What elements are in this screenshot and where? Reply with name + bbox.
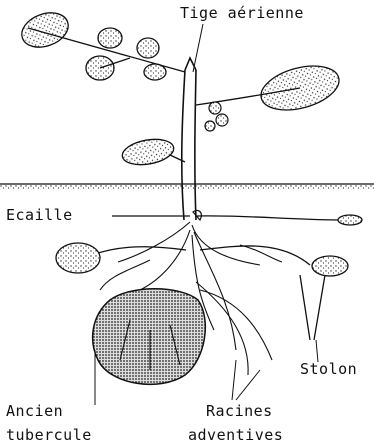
leaf-cluster-top — [17, 7, 185, 80]
aerial-stem — [182, 58, 196, 220]
label-scale-leaf: Ecaille — [6, 208, 73, 223]
old-tuber — [93, 289, 206, 385]
scale-leaf — [112, 210, 201, 220]
label-stolon: Stolon — [300, 362, 357, 377]
label-old-tuber-line2: tubercule — [6, 428, 92, 443]
leaf-small-mid — [205, 102, 228, 131]
leaf-left-mid — [120, 136, 185, 169]
label-adventitious-roots-line1: Racines — [206, 404, 273, 419]
label-adventitious-roots-line2: adventives — [188, 428, 283, 443]
young-tubers — [56, 215, 362, 276]
label-old-tuber-line1: Ancien — [6, 404, 63, 419]
label-aerial-stem: Tige aérienne — [180, 6, 304, 21]
soil-surface — [0, 184, 374, 190]
